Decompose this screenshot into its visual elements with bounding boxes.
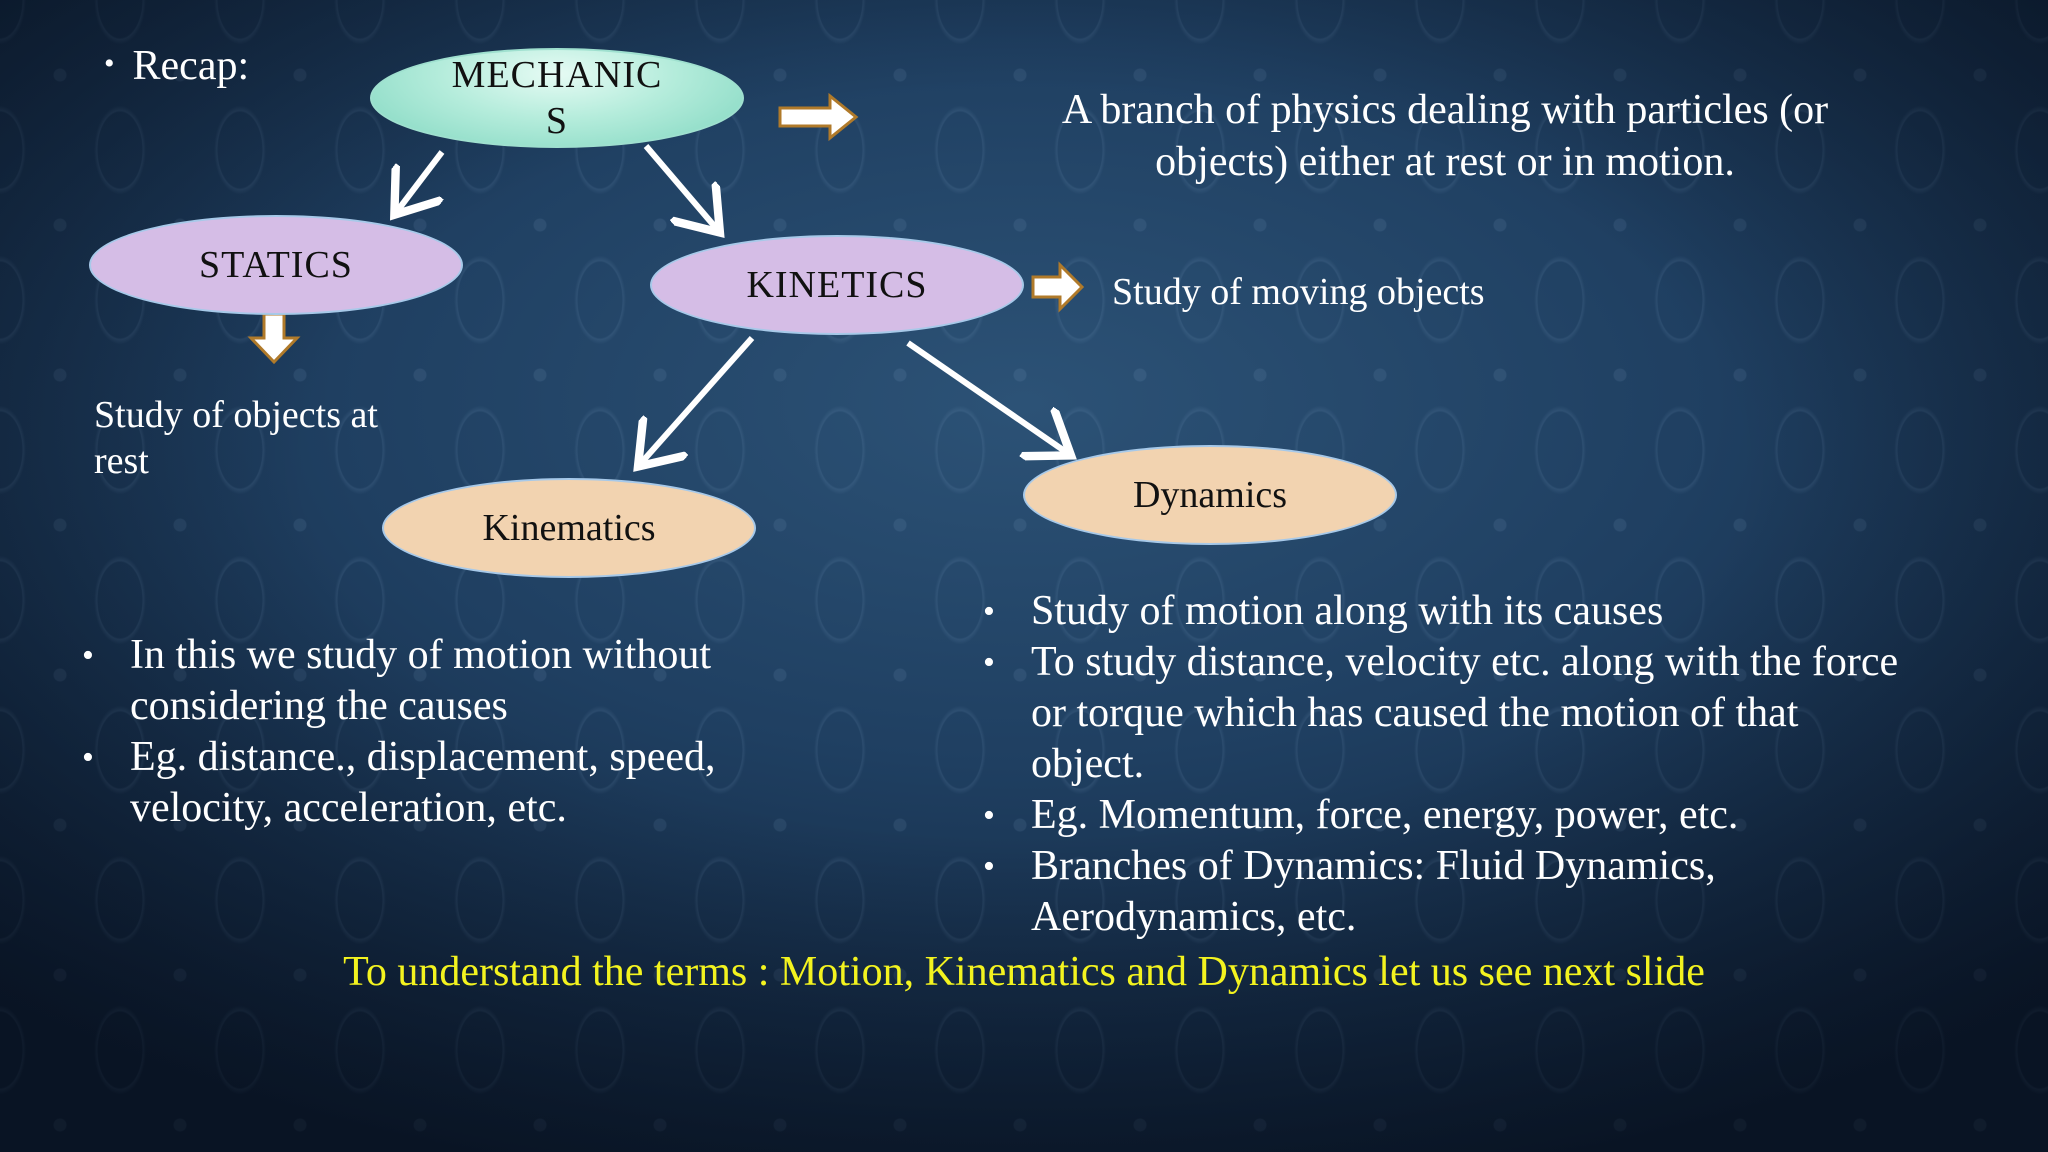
list-item: Eg. distance., displacement, speed, velo…	[82, 732, 862, 834]
node-mechanics-line1: MECHANIC	[451, 54, 663, 96]
list-item: Branches of Dynamics: Fluid Dynamics, Ae…	[983, 841, 1903, 943]
node-kinematics: Kinematics	[382, 478, 756, 578]
footer-note: To understand the terms : Motion, Kinema…	[343, 949, 1705, 995]
connector-kinetics-kinematics	[642, 336, 755, 462]
node-kinetics: KINETICS	[650, 235, 1024, 335]
arrow-right-icon	[1031, 261, 1085, 313]
list-item: To study distance, velocity etc. along w…	[983, 637, 1903, 790]
mechanics-definition: A branch of physics dealing with particl…	[1061, 87, 1829, 185]
arrow-right-icon	[778, 92, 859, 142]
node-mechanics-line2: S	[545, 100, 569, 142]
list-item: Study of motion along with its causes	[983, 586, 1903, 637]
kinematics-points: In this we study of motion without consi…	[82, 630, 862, 834]
connector-mechanics-statics	[398, 150, 445, 210]
node-mechanics: MECHANIC S	[370, 48, 744, 148]
arrow-down-icon	[247, 312, 301, 365]
statics-definition: Study of objects at rest	[94, 394, 378, 482]
node-statics: STATICS	[89, 215, 463, 315]
kinetics-definition: Study of moving objects	[1112, 271, 1485, 313]
connector-mechanics-kinetics	[643, 144, 716, 228]
node-dynamics: Dynamics	[1023, 445, 1397, 545]
list-item: Eg. Momentum, force, energy, power, etc.	[983, 790, 1903, 841]
dynamics-points: Study of motion along with its causes To…	[983, 586, 1903, 943]
connector-kinetics-dynamics	[906, 340, 1066, 452]
list-item: In this we study of motion without consi…	[82, 630, 862, 732]
recap-label: •Recap:	[104, 43, 250, 89]
